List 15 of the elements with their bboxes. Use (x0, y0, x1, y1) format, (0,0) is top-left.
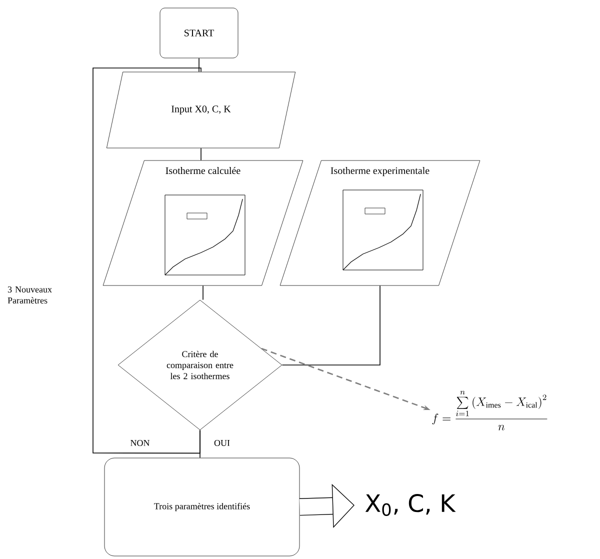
input-parallelogram: Input X0, C, K (106, 72, 296, 148)
connector-line (282, 285, 380, 366)
start-box: START (160, 8, 238, 58)
result-text: X$_{0}$, C, K (365, 494, 456, 516)
connector-line (198, 58, 200, 72)
data-parallelogram: Isotherme experimentale (280, 160, 480, 286)
edge-label: NON (130, 440, 150, 446)
formula: $f = \frac{\sum\limits_{i=1}^{n}\left(X_{\mathrm{imes}}-X_{\mathrm{ical}}\right)^{2}}{n}$ (432, 390, 548, 430)
data-parallelogram: Isotherme calculée (102, 160, 304, 286)
side-label: 3 Nouveaux Paramètres (8, 286, 52, 304)
edge-label: OUI (214, 440, 230, 446)
connector-line (92, 68, 202, 454)
connector-line (202, 285, 204, 300)
connector-line (200, 148, 202, 161)
process-box: Trois paramètres identifiés (104, 458, 300, 556)
